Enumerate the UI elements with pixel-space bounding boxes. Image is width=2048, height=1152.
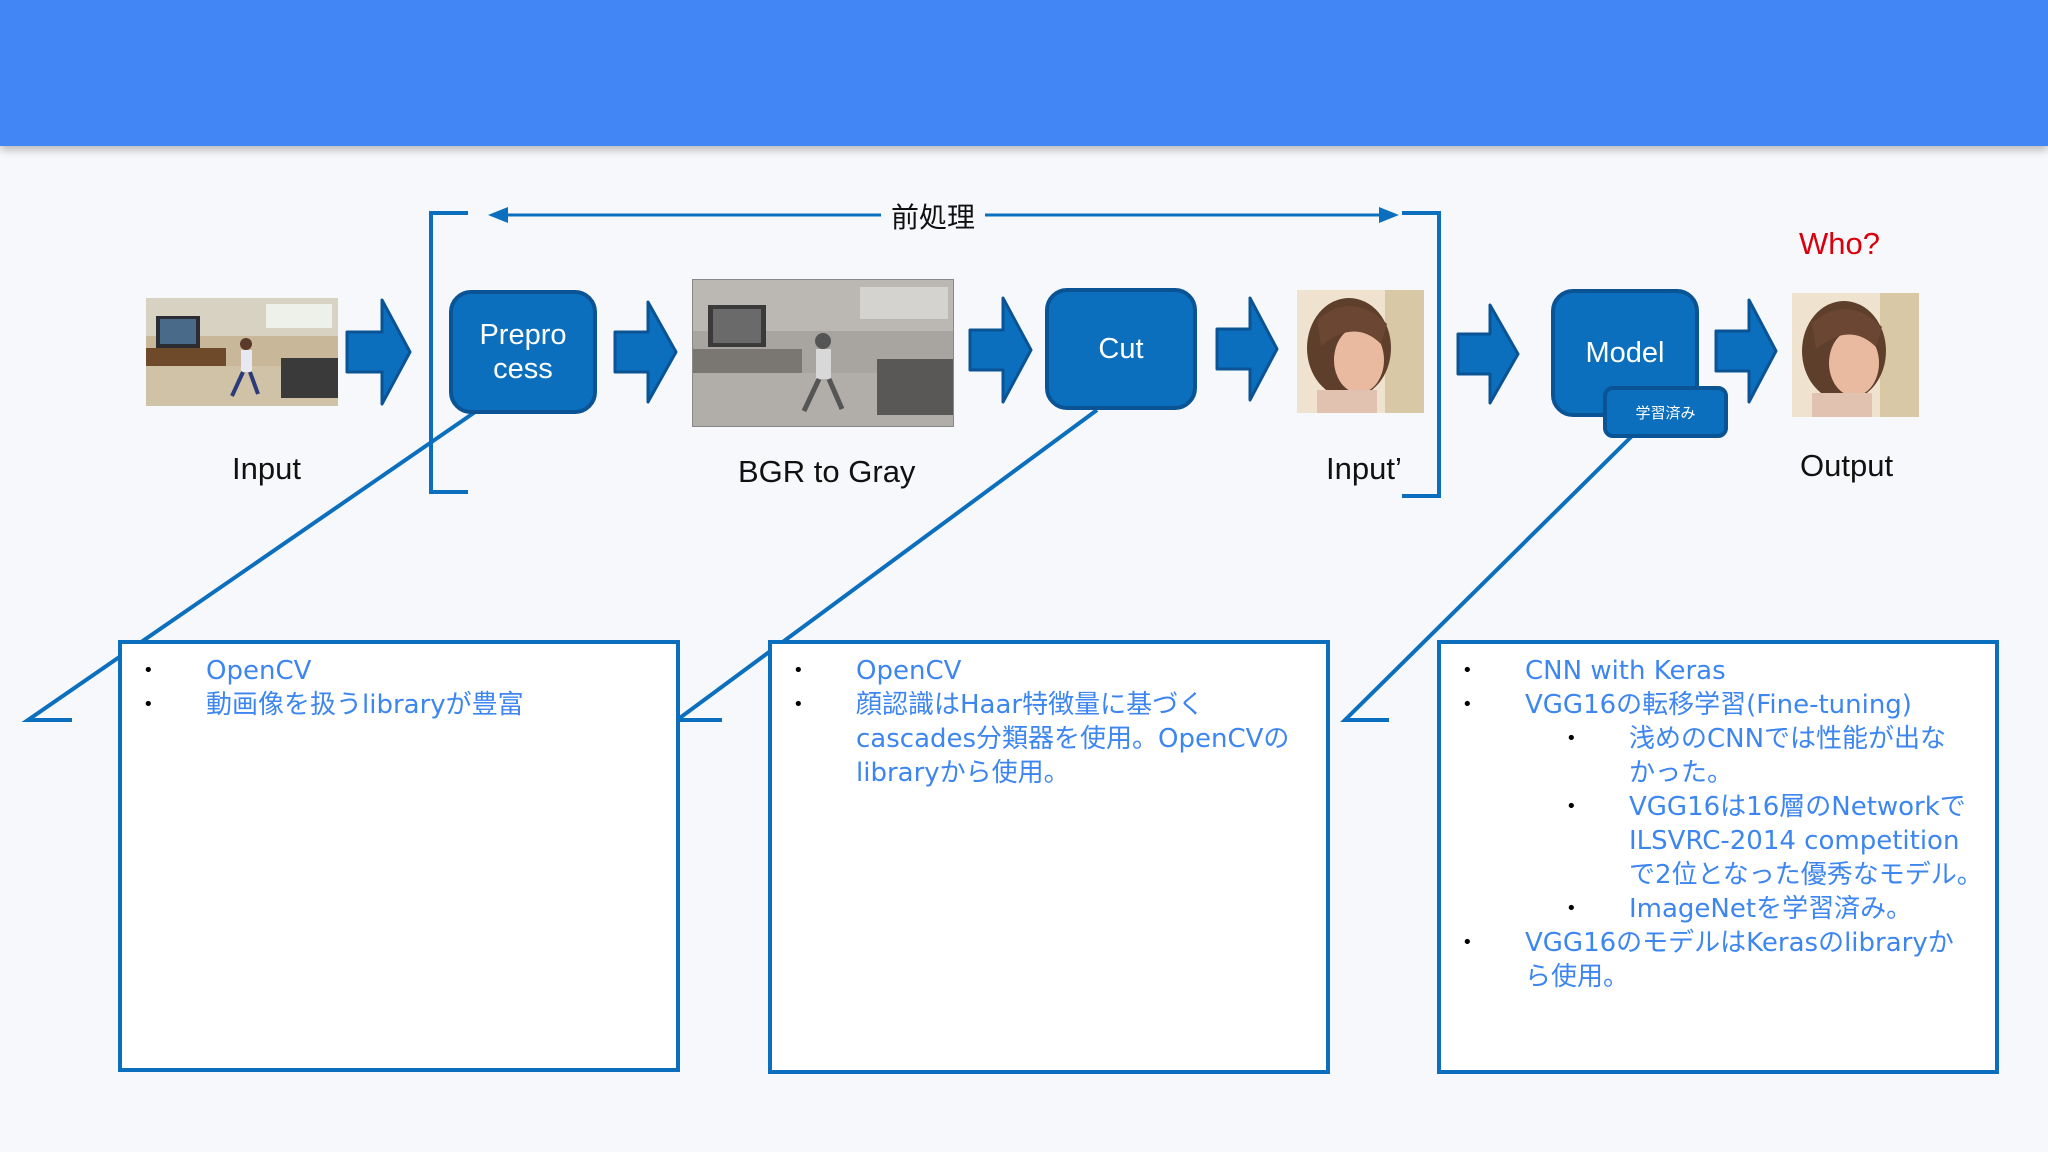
callout-line-preprocess [21, 408, 480, 722]
bullet-text: OpenCV [856, 656, 962, 686]
model-node-label: Model [1585, 337, 1665, 369]
flow-arrow-3 [968, 296, 1033, 404]
bullet-item: • OpenCV [143, 654, 666, 688]
flow-arrow-6 [1714, 298, 1778, 404]
bullet-text: VGG16は16層のNetworkで ILSVRC-2014 competiti… [1629, 792, 1983, 890]
preprocess-notes-list: • OpenCV • 動画像を扱うlibraryが豊富 [143, 654, 666, 722]
bullet-dot: • [143, 660, 154, 681]
header-bar [0, 0, 2048, 146]
flow-arrow-5 [1456, 303, 1520, 405]
model-notes-list: •CNN with Keras•VGG16の転移学習(Fine-tuning)•… [1462, 654, 1985, 994]
preprocess-node-label: Prepro cess [479, 319, 567, 385]
model-notes-panel: •CNN with Keras•VGG16の転移学習(Fine-tuning)•… [1437, 640, 1999, 1074]
face-crop-image [1297, 290, 1424, 413]
bullet-text: VGG16の転移学習(Fine-tuning) [1525, 690, 1912, 720]
output-label: Output [1800, 448, 1894, 483]
bullet-item: • 動画像を扱うlibraryが豊富 [143, 688, 666, 722]
bullet-item: • ImageNetを学習済み。 [1525, 892, 1985, 926]
gray-frame-image [692, 279, 954, 427]
bullet-item: • OpenCV [793, 654, 1316, 688]
bgr-to-gray-label: BGR to Gray [738, 454, 916, 489]
bullet-dot: • [1566, 898, 1577, 919]
bullet-dot: • [1462, 932, 1473, 953]
bullet-dot: • [793, 660, 804, 681]
bullet-dot: • [793, 694, 804, 715]
flow-arrow-4 [1215, 296, 1279, 402]
bullet-text: CNN with Keras [1525, 656, 1726, 686]
bullet-item: • VGG16は16層のNetworkで ILSVRC-2014 competit… [1525, 790, 1985, 892]
cut-node-label: Cut [1098, 333, 1144, 365]
input-prime-label: Input’ [1326, 451, 1402, 486]
preprocess-title: 前処理 [881, 196, 986, 236]
preprocess-notes-panel: • OpenCV • 動画像を扱うlibraryが豊富 [118, 640, 680, 1072]
flow-arrow-2 [613, 300, 678, 404]
bullet-item: • VGG16の転移学習(Fine-tuning) [1462, 688, 1985, 722]
bullet-text: OpenCV [206, 656, 312, 686]
bullet-dot: • [1462, 660, 1473, 681]
preprocess-bracket [429, 211, 1441, 498]
flow-arrow-1 [345, 298, 412, 406]
callout-line-model [1340, 434, 1634, 722]
cut-notes-list: • OpenCV • 顔認識はHaar特徴量に基づく cascades分類器を使用。O… [793, 654, 1316, 790]
preprocess-node: Prepro cess [449, 290, 597, 414]
bullet-text: 浅めのCNNでは性能が出な かった。 [1629, 724, 1947, 788]
bullet-text: 顔認識はHaar特徴量に基づく cascades分類器を使用。OpenCVの l… [856, 690, 1290, 788]
bullet-item: • CNN with Keras [1462, 654, 1985, 688]
input-label: Input [232, 451, 301, 486]
bullet-dot: • [1566, 796, 1577, 817]
cut-notes-panel: • OpenCV • 顔認識はHaar特徴量に基づく cascades分類器を使用。O… [768, 640, 1330, 1074]
bullet-text: ImageNetを学習済み。 [1629, 894, 1913, 924]
bullet-dot: • [143, 694, 154, 715]
cut-node: Cut [1045, 288, 1197, 410]
bullet-dot: • [1462, 694, 1473, 715]
who-label: Who? [1799, 226, 1880, 261]
bullet-item: • 浅めのCNNでは性能が出な かった。 [1525, 722, 1985, 790]
bullet-text: 動画像を扱うlibraryが豊富 [206, 690, 524, 720]
bullet-item: • 顔認識はHaar特徴量に基づく cascades分類器を使用。OpenCVの … [793, 688, 1316, 790]
input-video-frame-image [146, 298, 338, 406]
model-trained-badge: 学習済み [1603, 386, 1728, 438]
bullet-text: VGG16のモデルはKerasのlibraryか ら使用。 [1525, 928, 1954, 992]
bullet-dot: • [1566, 728, 1577, 749]
bullet-item: • VGG16のモデルはKerasのlibraryか ら使用。 [1462, 926, 1985, 994]
output-face-image [1792, 293, 1919, 417]
